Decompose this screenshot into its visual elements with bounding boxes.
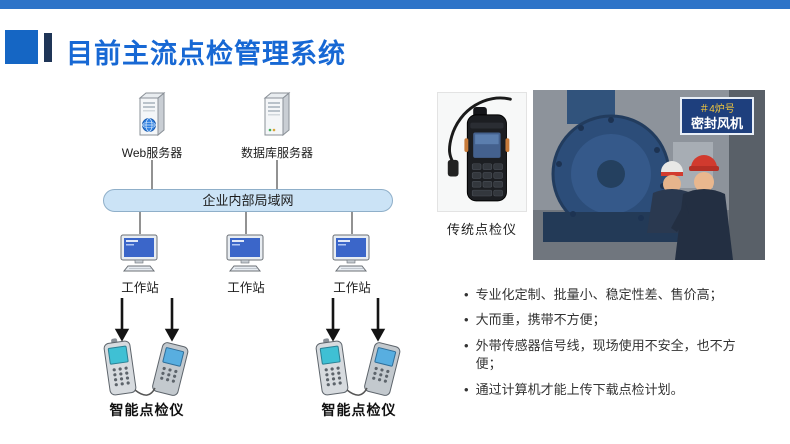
workstation-icon [332, 234, 370, 272]
page-title: 目前主流点检管理系统 [66, 39, 346, 69]
sign-line1: ＃4炉号 [699, 103, 735, 115]
handheld-device-icon [364, 342, 401, 396]
sealed-fan-machine [543, 90, 683, 242]
handheld-device-icon [152, 342, 189, 396]
sensor-probe [447, 159, 459, 177]
device-cable [134, 387, 156, 396]
traditional-device-caption: 传统点检仪 [446, 222, 517, 237]
machine-sign: ＃4炉号 密封风机 [680, 97, 754, 135]
smart-inspection-devices-icon [315, 338, 401, 396]
bullet-text: 大而重，携带不方便； [475, 312, 606, 328]
handheld-device-icon [103, 338, 137, 396]
device-cable [346, 387, 368, 396]
device-keypad [471, 163, 503, 197]
list-item: • 大而重，携带不方便； [464, 311, 750, 329]
worker-red-helmet [671, 155, 733, 260]
bullet-marker: • [464, 312, 469, 328]
traditional-device-photo [437, 92, 527, 212]
down-arrow-icon [114, 298, 386, 342]
bullet-text: 外带传感器信号线，现场使用不安全，也不方便； [475, 337, 736, 372]
top-accent-bar [0, 0, 790, 9]
sign-line2: 密封风机 [690, 116, 743, 131]
sensor-cable [448, 96, 512, 164]
workers-photo: ＃4炉号 密封风机 [533, 90, 765, 260]
title-accent-square [5, 30, 38, 64]
workstation-label: 工作站 [333, 281, 371, 295]
drawback-bullet-list: • 专业化定制、批量小、稳定性差、售价高； • 大而重，携带不方便； • 外带传… [464, 286, 750, 406]
bullet-marker: • [464, 337, 469, 353]
list-item: • 专业化定制、批量小、稳定性差、售价高； [464, 286, 750, 304]
smart-device-label: 智能点检仪 [109, 402, 185, 418]
workstation-label: 工作站 [121, 281, 159, 295]
database-server-label: 数据库服务器 [240, 146, 313, 160]
workstation-icon [120, 234, 158, 272]
workstation-icon [226, 234, 264, 272]
title-accent-stripe [44, 33, 52, 62]
web-server-label: Web服务器 [121, 146, 183, 160]
handheld-device-icon [315, 338, 349, 396]
lan-bus: 企业内部局域网 [103, 189, 393, 212]
bullet-text: 专业化定制、批量小、稳定性差、售价高； [475, 287, 723, 302]
bullet-marker: • [464, 381, 469, 397]
list-item: • 通过计算机才能上传下载点检计划。 [464, 381, 750, 399]
smart-device-label: 智能点检仪 [321, 402, 397, 418]
web-server-icon [138, 92, 166, 137]
workstation-label: 工作站 [227, 281, 265, 295]
bullet-text: 通过计算机才能上传下载点检计划。 [475, 381, 684, 397]
list-item: • 外带传感器信号线，现场使用不安全，也不方便； [464, 337, 750, 374]
database-server-icon [263, 92, 291, 137]
smart-inspection-devices-icon [103, 338, 189, 396]
bullet-marker: • [464, 287, 469, 302]
